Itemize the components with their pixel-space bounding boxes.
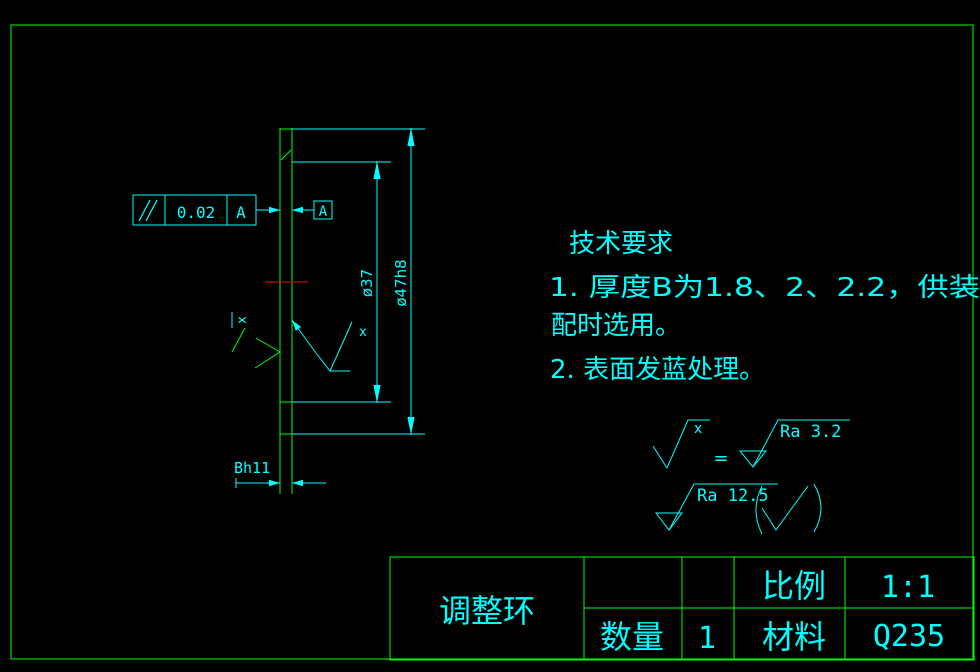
thickness-label: Bh11 bbox=[234, 459, 270, 477]
drawing-border bbox=[10, 24, 974, 660]
roughness-legend: x = Ra 3.2 Ra 12.5 bbox=[652, 419, 850, 535]
thickness-dimension: Bh11 bbox=[234, 459, 326, 488]
roughness-other-icon bbox=[755, 483, 822, 535]
scale-value: 1:1 bbox=[881, 570, 935, 605]
part-section bbox=[279, 128, 293, 494]
tolerance-frame: 0.02 A bbox=[132, 194, 257, 226]
surface-finish-right-icon: x bbox=[291, 319, 367, 372]
material-label: 材料 bbox=[762, 618, 826, 656]
title-block: 调整环 比例 1:1 数量 1 材料 Q235 bbox=[389, 556, 975, 661]
notes-title: 技术要求 bbox=[569, 229, 673, 259]
part-name: 调整环 bbox=[439, 592, 535, 630]
roughness-ra32-label: Ra 3.2 bbox=[780, 422, 841, 442]
quantity-value: 1 bbox=[698, 621, 716, 656]
surface-symbol-right-label: x bbox=[359, 325, 367, 340]
datum-symbol: A bbox=[292, 200, 333, 220]
surface-symbol-left-label: x bbox=[235, 316, 250, 324]
roughness-ra125-label: Ra 12.5 bbox=[697, 486, 769, 506]
roughness-ra125-icon: Ra 12.5 bbox=[654, 483, 778, 531]
roughness-equals: = bbox=[713, 448, 728, 469]
tolerance-value: 0.02 bbox=[177, 203, 216, 222]
scale-label: 比例 bbox=[762, 567, 826, 605]
inner-diameter-label: ø37 bbox=[358, 269, 376, 297]
roughness-x-icon: x bbox=[652, 419, 710, 470]
material-value: Q235 bbox=[873, 619, 945, 654]
roughness-ra32-icon: Ra 3.2 bbox=[738, 419, 850, 468]
tolerance-datum: A bbox=[236, 203, 246, 222]
quantity-label: 数量 bbox=[600, 618, 664, 656]
parallelism-icon bbox=[138, 199, 151, 222]
datum-label: A bbox=[319, 204, 328, 220]
surface-finish-left-icon: x bbox=[231, 312, 281, 369]
technical-notes: 技术要求 1. 厚度B为1.8、2、2.2，供装 配时选用。 2. 表面发蓝处理… bbox=[549, 229, 980, 385]
roughness-x-label: x bbox=[694, 421, 702, 437]
notes-line-1: 1. 厚度B为1.8、2、2.2，供装 bbox=[549, 273, 980, 303]
outer-diameter-label: ø47h8 bbox=[392, 259, 410, 306]
notes-line-2: 配时选用。 bbox=[551, 311, 681, 341]
notes-line-3: 2. 表面发蓝处理。 bbox=[550, 355, 765, 385]
